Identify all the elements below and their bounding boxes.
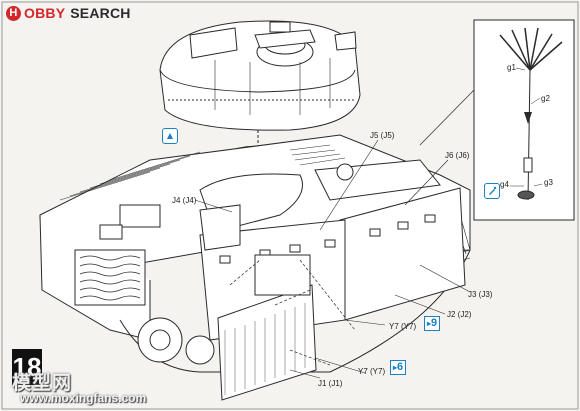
- side-skirt-j3: [339, 187, 466, 321]
- label-j1: J1 (J1): [318, 379, 343, 388]
- reference-arrow-icon: ▸: [393, 363, 398, 372]
- side-skirt-hanger: [199, 204, 311, 296]
- alignment-lines: [229, 259, 356, 366]
- step-number: 18: [12, 349, 42, 385]
- side-skirt-j1: [217, 284, 317, 401]
- label-j5: J5 (J5): [370, 131, 395, 140]
- brand-name-part1: OBBY: [24, 5, 66, 21]
- engine-grille: [74, 249, 146, 306]
- label-g2: g2: [541, 94, 550, 103]
- reference-step-lower: ▸6: [390, 360, 407, 375]
- brand-logo: H OBBY SEARCH: [6, 5, 131, 21]
- watermark-text: 模型网: [12, 373, 73, 394]
- leader-lines: [194, 139, 471, 379]
- reference-step-upper: ▸9: [424, 316, 441, 331]
- label-j3: J3 (J3): [468, 290, 493, 299]
- glue-icon: [484, 183, 500, 199]
- reference-step-lower-number: 6: [397, 361, 404, 373]
- brand-logo-icon: H: [6, 5, 21, 21]
- reference-step-upper-number: 9: [431, 317, 438, 329]
- label-y7-lower: Y7 (Y7): [358, 367, 386, 376]
- label-g4: g4: [500, 180, 509, 189]
- watermark-url: www.moxingfans.com: [20, 391, 147, 405]
- label-j6: J6 (J6): [445, 151, 470, 160]
- label-j4: J4 (J4): [172, 196, 197, 205]
- turret: [159, 20, 361, 131]
- reference-arrow-icon: ▸: [427, 319, 432, 328]
- label-g1: g1: [507, 63, 516, 72]
- brand-name-part2: SEARCH: [70, 5, 131, 21]
- optional-part-icon: [162, 128, 178, 144]
- label-y7-upper: Y7 (Y7): [389, 322, 417, 331]
- label-j2: J2 (J2): [447, 310, 472, 319]
- label-g3: g3: [544, 178, 553, 187]
